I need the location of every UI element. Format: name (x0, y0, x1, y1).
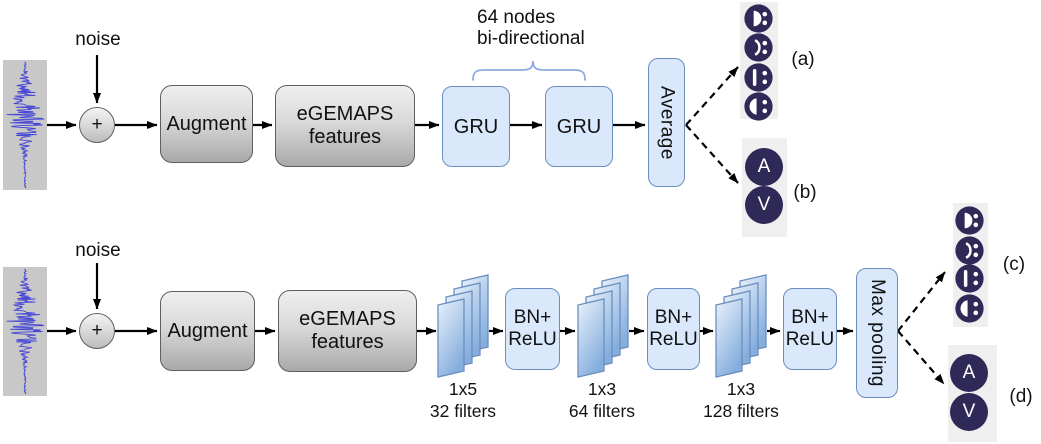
output-arrows-top (685, 66, 739, 184)
conv1-kernel: 1x5 (448, 379, 478, 399)
egemaps-line2: features (311, 331, 384, 353)
sad-face-icon (744, 33, 773, 62)
output-label-b: (b) (793, 182, 817, 203)
output-label-c: (c) (1002, 254, 1026, 275)
annotation-line1: 64 nodes (477, 7, 556, 28)
smile-face-icon (955, 294, 984, 323)
open-mouth-face-icon (955, 206, 984, 235)
max-pooling-block: Max pooling (856, 268, 898, 398)
conv2-label: 1x3 64 filters (542, 378, 662, 422)
conv1-filters: 32 filters (429, 401, 497, 421)
flow-arrows-bottom (47, 263, 854, 335)
bn-line1: BN+ (791, 307, 829, 328)
egemaps-line1: eGEMAPS (296, 103, 394, 125)
augment-block-bottom: Augment (160, 291, 255, 371)
sad-face-icon (955, 236, 984, 265)
egemaps-label: eGEMAPS features (299, 308, 396, 354)
conv1-label: 1x5 32 filters (403, 378, 523, 422)
bn-relu-block-2: BN+ ReLU (647, 288, 700, 370)
annotation-line2: bi-directional (477, 28, 585, 49)
bn-line2: ReLU (785, 329, 835, 350)
augment-label: Augment (167, 319, 248, 342)
plus-sign: + (91, 320, 103, 341)
valence-label: V (757, 194, 771, 215)
max-pooling-label: Max pooling (867, 279, 888, 387)
output-label-d: (d) (1009, 386, 1033, 407)
conv-filter-stack-2 (577, 274, 629, 378)
flow-arrows-top (47, 55, 646, 129)
gru2-label: GRU (556, 115, 602, 138)
conv2-kernel: 1x3 (587, 379, 617, 399)
output-label-a: (a) (791, 49, 815, 70)
egemaps-features-block-top: eGEMAPS features (275, 85, 415, 167)
gru-block-1: GRU (442, 86, 510, 167)
valence-label: V (962, 401, 976, 422)
egemaps-line2: features (308, 126, 382, 148)
egemaps-line1: eGEMAPS (299, 308, 396, 330)
gru1-label: GRU (453, 115, 499, 138)
egemaps-label: eGEMAPS features (297, 103, 394, 149)
audio-waveform-top (3, 60, 47, 190)
neutral-face-icon (955, 264, 984, 293)
plus-sign: + (91, 114, 103, 135)
audio-waveform-bottom (3, 267, 47, 396)
average-label: Average (656, 85, 678, 160)
open-mouth-face-icon (744, 4, 773, 33)
output-arrows-bottom (897, 271, 946, 385)
bn-line2: ReLU (649, 329, 698, 350)
conv2-filters: 64 filters (568, 401, 636, 421)
conv3-kernel: 1x3 (726, 379, 756, 399)
bn-line1: BN+ (513, 307, 552, 328)
augment-label: Augment (166, 112, 247, 135)
conv3-label: 1x3 128 filters (681, 378, 801, 422)
neutral-face-icon (744, 63, 773, 92)
arousal-circle-d: A (950, 354, 988, 392)
conv-filter-stack-3 (715, 274, 767, 378)
noise-label-bottom: noise (75, 240, 121, 261)
dashed-arrow (897, 271, 946, 332)
arousal-label: A (757, 156, 771, 177)
dashed-arrow (897, 330, 945, 385)
dashed-arrow (685, 66, 739, 126)
dashed-arrow (685, 124, 739, 184)
conv-filter-stack-1 (437, 274, 489, 378)
bn-line1: BN+ (654, 307, 693, 328)
valence-circle-d: V (950, 393, 988, 431)
bn-relu-block-3: BN+ ReLU (783, 288, 837, 370)
arousal-label: A (962, 362, 976, 383)
noise-label-top: noise (75, 29, 121, 50)
valence-circle-b: V (745, 186, 783, 224)
conv3-filters: 128 filters (703, 401, 779, 421)
egemaps-features-block-bottom: eGEMAPS features (278, 290, 417, 372)
bn-relu-block-1: BN+ ReLU (505, 288, 560, 370)
arousal-circle-b: A (745, 148, 783, 186)
gru-annotation: 64 nodes bi-directional (477, 7, 585, 49)
gru-block-2: GRU (545, 86, 613, 167)
add-noise-node-bottom: + (79, 313, 115, 349)
bn-line2: ReLU (508, 329, 557, 350)
add-noise-node-top: + (79, 107, 115, 143)
curly-brace (472, 60, 586, 81)
augment-block-top: Augment (160, 85, 253, 163)
smile-face-icon (744, 92, 773, 121)
average-block: Average (648, 58, 685, 187)
